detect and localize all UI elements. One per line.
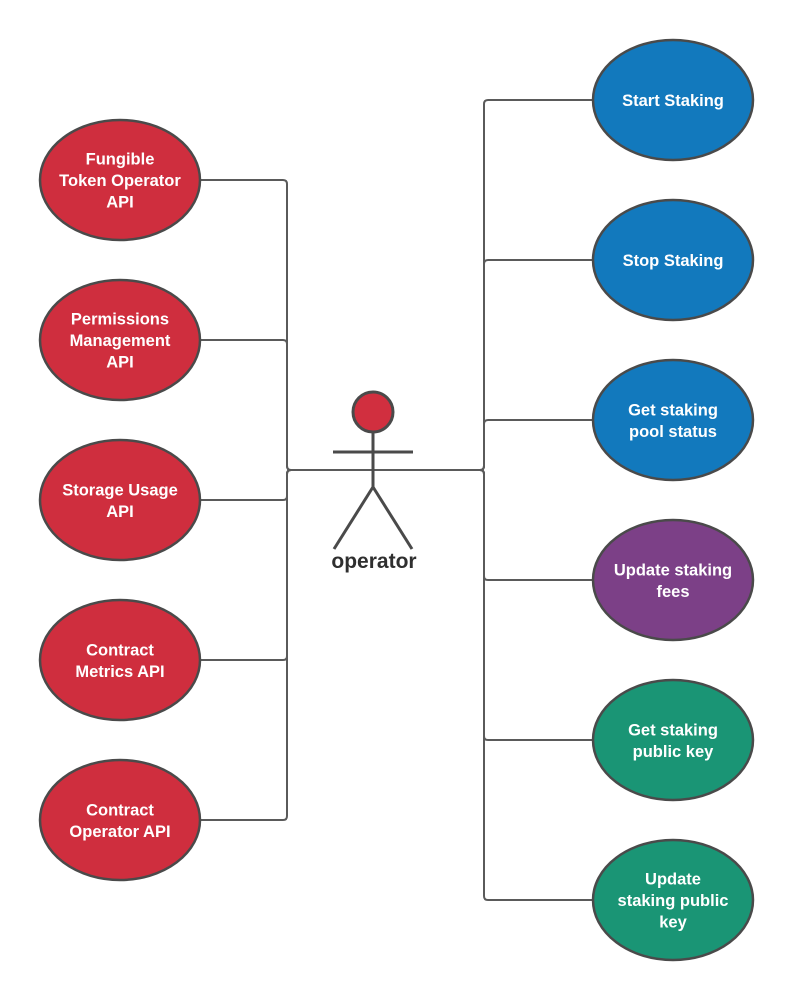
use-case-label: Update	[645, 871, 701, 889]
connector-get-staking-pool-status	[479, 419, 593, 471]
use-case-ellipse	[38, 758, 202, 882]
use-case-ellipse	[591, 838, 755, 962]
connector-stop-staking	[479, 259, 593, 471]
use-case-label: API	[106, 354, 134, 372]
use-case-label: Contract	[86, 641, 154, 659]
use-case-label: Update staking	[614, 561, 732, 579]
connector-fungible-token-operator-api	[200, 179, 292, 471]
use-case-label: public key	[633, 743, 715, 761]
use-case-label: Contract	[86, 801, 154, 819]
connector-get-staking-public-key	[479, 469, 593, 741]
use-case-get-staking-pool-status: Get staking pool status	[591, 358, 755, 482]
use-case-label: key	[659, 914, 687, 932]
use-case-label: Get staking	[628, 401, 718, 419]
actor-left-leg	[332, 486, 375, 550]
actor-right-leg	[371, 486, 414, 550]
use-case-label: API	[106, 503, 134, 521]
actor-label: operator	[331, 550, 416, 573]
use-case-label: Stop Staking	[623, 252, 724, 270]
connector-start-staking	[479, 99, 593, 471]
use-case-label: staking public	[618, 892, 729, 910]
use-case-ellipse	[591, 38, 755, 162]
connector-storage-usage-api	[200, 469, 292, 501]
use-case-label: Operator API	[69, 823, 170, 841]
use-case-label: Start Staking	[622, 92, 724, 110]
use-case-get-staking-public-key: Get staking public key	[591, 678, 755, 802]
use-case-label: Metrics API	[75, 663, 164, 681]
connectors	[200, 99, 593, 901]
use-case-label: Management	[70, 332, 171, 350]
use-case-ellipse	[591, 518, 755, 642]
use-case-update-staking-fees: Update staking fees	[591, 518, 755, 642]
use-case-label: Get staking	[628, 721, 718, 739]
use-case-ellipse	[591, 198, 755, 322]
use-case-ellipse	[38, 118, 202, 242]
use-case-label: pool status	[629, 423, 717, 441]
operator-actor: operator	[331, 390, 417, 573]
connector-permissions-management-api	[200, 339, 292, 471]
use-case-label: Token Operator	[59, 172, 181, 190]
use-case-ellipse	[591, 678, 755, 802]
use-case-label: Fungible	[86, 151, 155, 169]
actor-head-icon	[351, 390, 395, 434]
use-case-ellipse	[38, 278, 202, 402]
connector-contract-metrics-api	[200, 469, 292, 661]
use-case-ellipse	[38, 438, 202, 562]
use-case-label: API	[106, 194, 134, 212]
use-case-update-staking-public-key: Update staking public key	[591, 838, 755, 962]
connector-contract-operator-api	[200, 469, 292, 821]
use-case-start-staking: Start Staking	[591, 38, 755, 162]
use-case-label: fees	[656, 583, 689, 601]
use-case-ellipse	[591, 358, 755, 482]
connector-update-staking-fees	[479, 469, 593, 581]
connector-update-staking-public-key	[479, 469, 593, 901]
use-case-ellipse	[38, 598, 202, 722]
use-case-label: Permissions	[71, 311, 169, 329]
use-case-stop-staking: Stop Staking	[591, 198, 755, 322]
use-case-label: Storage Usage	[62, 481, 178, 499]
